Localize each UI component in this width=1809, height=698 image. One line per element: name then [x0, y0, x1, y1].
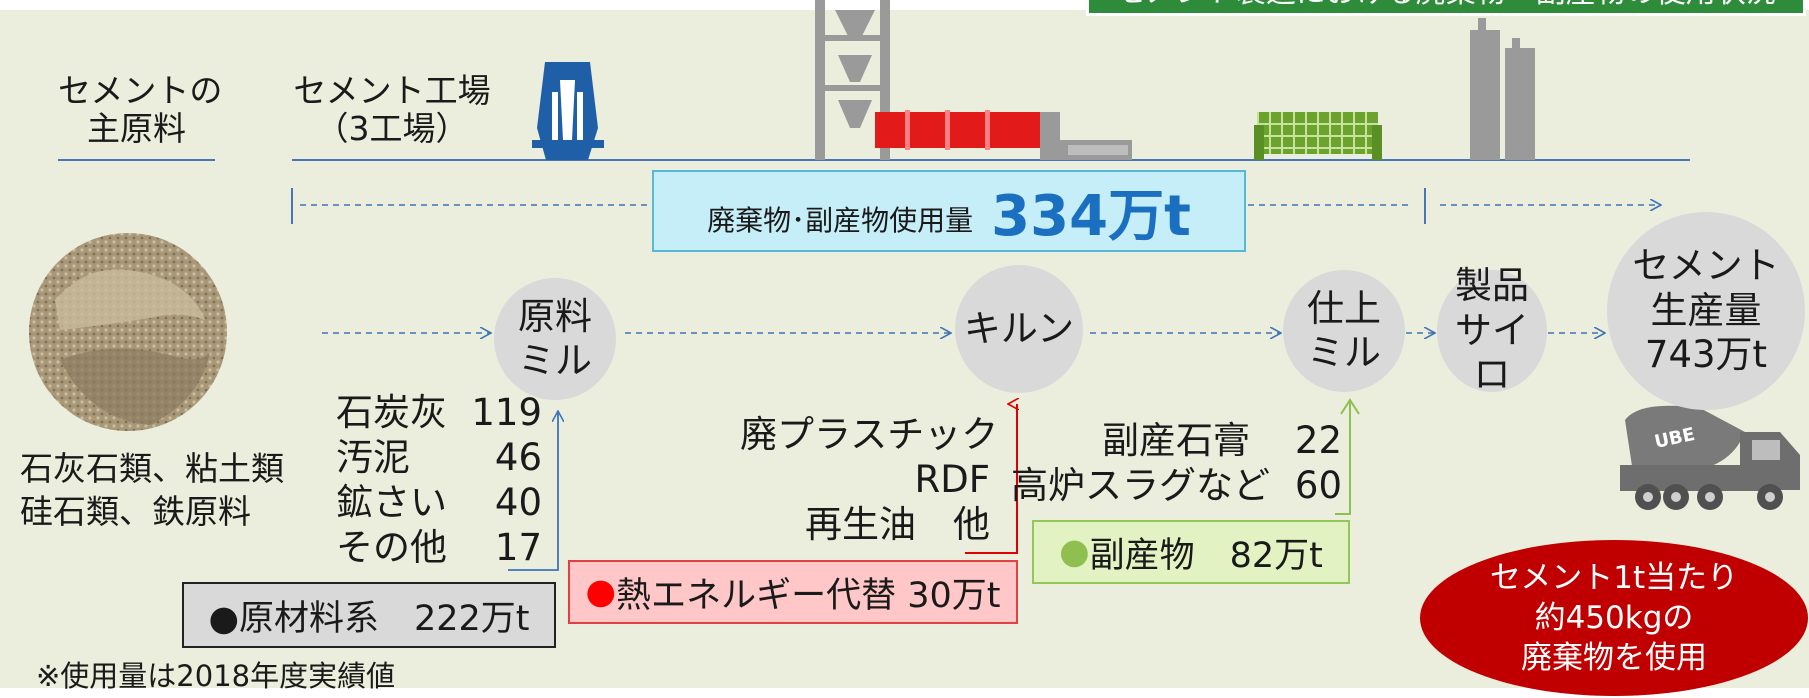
callout-line3: 廃棄物を使用	[1520, 640, 1707, 677]
rotary-kiln-icon	[815, 0, 1132, 160]
footnote: ※使用量は2018年度実績値	[36, 659, 396, 693]
finish-mill-line2: ミル	[1307, 331, 1381, 374]
silo-icon	[1470, 18, 1535, 160]
callout-line1: セメント1t当たり	[1489, 559, 1739, 596]
usage-callout: セメント1t当たり 約450kgの 廃棄物を使用	[1420, 540, 1808, 696]
raw-input-name-0: 石炭灰	[336, 391, 447, 434]
byproduct-input-value-0: 22	[1294, 419, 1342, 462]
finish-mill-icon	[1254, 112, 1382, 160]
raw-materials-line1: 石灰石類、粘土類	[20, 449, 284, 488]
raw-mill-line2: ミル	[518, 339, 592, 382]
raw-input-value-1: 46	[494, 436, 542, 479]
silo-node: 製品サイロ	[1437, 264, 1547, 396]
raw-material-total-label: ●原材料系 222万t	[208, 598, 530, 639]
total-usage-box: 廃棄物･副産物使用量 334万t	[652, 170, 1246, 252]
finish-mill-node: 仕上ミル	[1283, 270, 1405, 392]
header-plant: セメント工場 （3工場）	[292, 72, 492, 148]
thermal-input-arrow	[965, 404, 1017, 554]
thermal-energy-label: 熱エネルギー代替 30万t	[616, 575, 1001, 616]
output-line3: 743万t	[1644, 333, 1768, 377]
limestone-photo	[29, 233, 227, 431]
output-line2: 生産量	[1650, 288, 1762, 332]
byproduct-input-name-0: 副産石膏	[1102, 419, 1250, 462]
byproduct-input-name-1: 高炉スラグなど	[1011, 464, 1270, 507]
silo-line1: 製品	[1455, 264, 1529, 308]
header-banner-text: セメント製造における廃棄物・副産物の使用状況	[1116, 0, 1775, 10]
byproduct-input-value-1: 60	[1294, 464, 1342, 507]
raw-materials-text: 石灰石類、粘土類 硅石類、鉄原料	[20, 448, 284, 534]
raw-input-value-2: 40	[494, 481, 542, 524]
kiln-node: キルン	[955, 265, 1083, 393]
raw-mill-node: 原料ミル	[494, 278, 616, 400]
raw-input-value-3: 17	[494, 526, 542, 569]
total-usage-value: 334万t	[991, 183, 1191, 249]
thermal-input-0: 廃プラスチック	[740, 413, 999, 456]
byproduct-label: 副産物 82万t	[1089, 535, 1323, 576]
preheater-icon	[532, 62, 604, 160]
total-usage-label: 廃棄物･副産物使用量	[707, 204, 974, 237]
callout-line2: 約450kgの	[1534, 599, 1694, 636]
thermal-bullet: ●	[585, 572, 617, 612]
header-banner: セメント製造における廃棄物・副産物の使用状況	[1086, 0, 1806, 16]
raw-input-name-1: 汚泥	[336, 436, 410, 479]
raw-mill-line1: 原料	[518, 294, 592, 338]
header-raw-material: セメントの 主原料	[58, 71, 223, 148]
output-line1: セメント	[1632, 244, 1780, 288]
thermal-input-1: RDF	[914, 458, 990, 501]
thermal-input-2: 再生油 他	[805, 503, 990, 546]
silo-line2: サイロ	[1455, 308, 1529, 397]
mixer-truck-icon: UBE	[1620, 405, 1800, 510]
raw-input-name-3: その他	[336, 526, 447, 569]
byproduct-arrow-head	[1340, 398, 1360, 415]
byproduct-bullet: ●	[1059, 532, 1090, 572]
raw-input-arrow	[508, 412, 558, 571]
header-plant-line1: セメント工場	[293, 71, 491, 110]
finish-mill-line1: 仕上	[1307, 286, 1381, 330]
thermal-energy-box: ● 熱エネルギー代替 30万t	[568, 560, 1018, 624]
header-plant-line2: （3工場）	[315, 108, 469, 148]
raw-materials-line2: 硅石類、鉄原料	[20, 491, 251, 531]
byproduct-box: ● 副産物 82万t	[1032, 520, 1350, 584]
raw-input-name-2: 鉱さい	[336, 481, 447, 524]
header-raw-material-line1: セメントの	[58, 71, 223, 110]
header-raw-material-line2: 主原料	[87, 108, 186, 148]
kiln-label: キルン	[963, 306, 1075, 350]
byproduct-input-arrow	[1335, 400, 1351, 515]
raw-input-value-0: 119	[471, 391, 542, 434]
raw-material-total-box: ●原材料系 222万t	[182, 582, 556, 648]
